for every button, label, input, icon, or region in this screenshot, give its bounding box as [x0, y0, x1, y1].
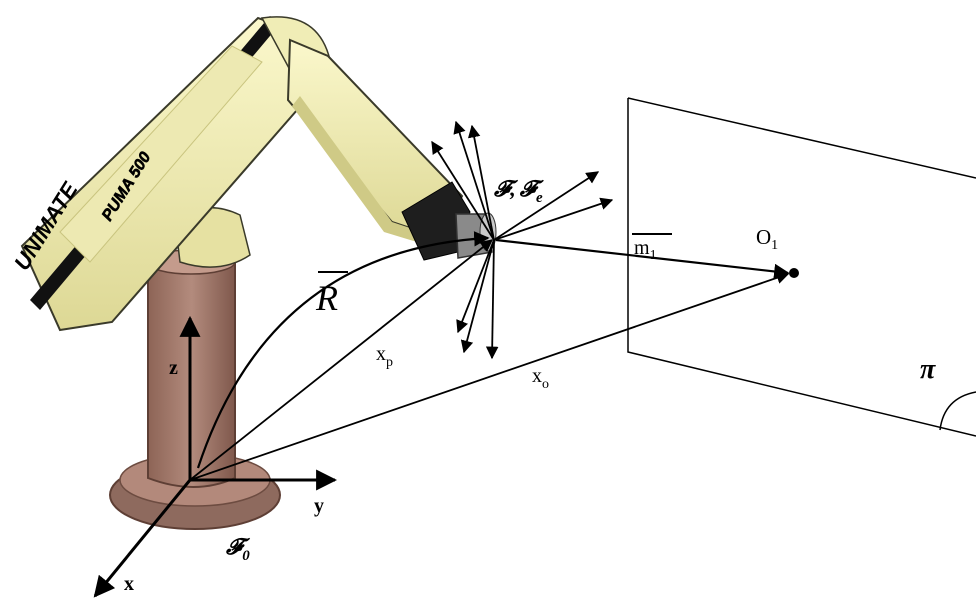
x-axis-line	[93, 479, 192, 598]
plane-outline	[627, 97, 976, 437]
tool-axis-1	[453, 120, 495, 241]
o1-point	[789, 268, 799, 278]
tool-axis-7	[485, 239, 499, 360]
tool-axis-5	[493, 197, 614, 241]
robot-forearm-shade	[292, 96, 440, 246]
tool-axis-6	[460, 239, 495, 354]
vector-m1	[495, 238, 790, 280]
vector-xo	[189, 271, 790, 481]
tool-axis-4	[493, 171, 600, 241]
tool-axis-8	[456, 239, 495, 334]
vector-xp	[189, 239, 493, 481]
tool-axis-2	[431, 140, 495, 241]
tool-frame-label: 𝓕,𝓕e	[493, 176, 545, 206]
image-plane: π	[627, 97, 976, 437]
rotation-label: R	[315, 278, 338, 318]
plane-angle-arc	[939, 391, 976, 431]
base-frame-label: 𝓕0	[225, 534, 251, 564]
position-vectors: xp xo R m1	[189, 231, 790, 481]
robot-upper-arm-panel	[59, 45, 263, 263]
xp-label: xp	[376, 343, 393, 370]
rotation-arc	[196, 231, 490, 469]
o1-label: O1	[756, 225, 778, 253]
x-axis-label: x	[124, 573, 134, 595]
tool-axis-3	[467, 124, 495, 241]
target-point: O1	[756, 225, 799, 278]
z-axis-label: z	[169, 357, 178, 379]
tool-frame: 𝓕,𝓕e	[431, 120, 614, 360]
plane-label: π	[920, 354, 936, 385]
xo-label: xo	[532, 365, 549, 392]
m1-label: m1	[634, 237, 657, 263]
y-axis-label: y	[314, 495, 324, 517]
robot-arm-illustration: UNIMATE PUMA 500	[9, 16, 497, 530]
